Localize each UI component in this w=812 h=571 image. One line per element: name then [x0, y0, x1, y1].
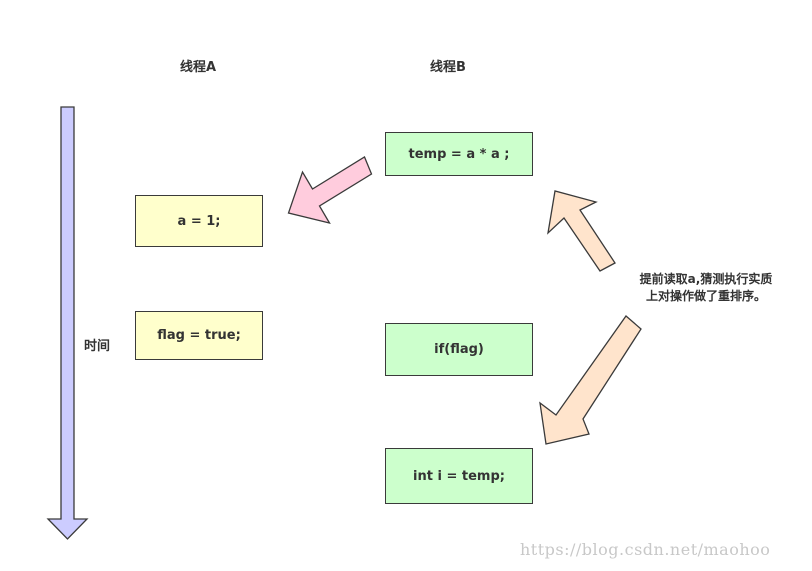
box-a-assign: a = 1;: [135, 195, 263, 247]
box-int-i: int i = temp;: [385, 448, 533, 504]
reorder-note-line2: 上对操作做了重排序。: [645, 289, 766, 303]
box-temp-assign: temp = a * a ;: [385, 132, 533, 176]
peach-arrow-down: [539, 315, 642, 445]
reorder-note: 提前读取a,猜测执行实质 上对操作做了重排序。: [624, 271, 788, 305]
thread-b-heading: 线程B: [430, 60, 466, 75]
watermark: https://blog.csdn.net/maohoo: [520, 540, 771, 559]
reorder-note-line1: 提前读取a,猜测执行实质: [639, 272, 773, 286]
pink-arrow: [287, 156, 373, 224]
time-label: 时间: [84, 339, 111, 354]
box-flag-assign: flag = true;: [135, 311, 263, 360]
box-if-flag: if(flag): [385, 323, 533, 376]
time-arrow: [46, 106, 89, 540]
peach-arrow-up: [547, 190, 616, 272]
thread-a-heading: 线程A: [180, 60, 217, 75]
